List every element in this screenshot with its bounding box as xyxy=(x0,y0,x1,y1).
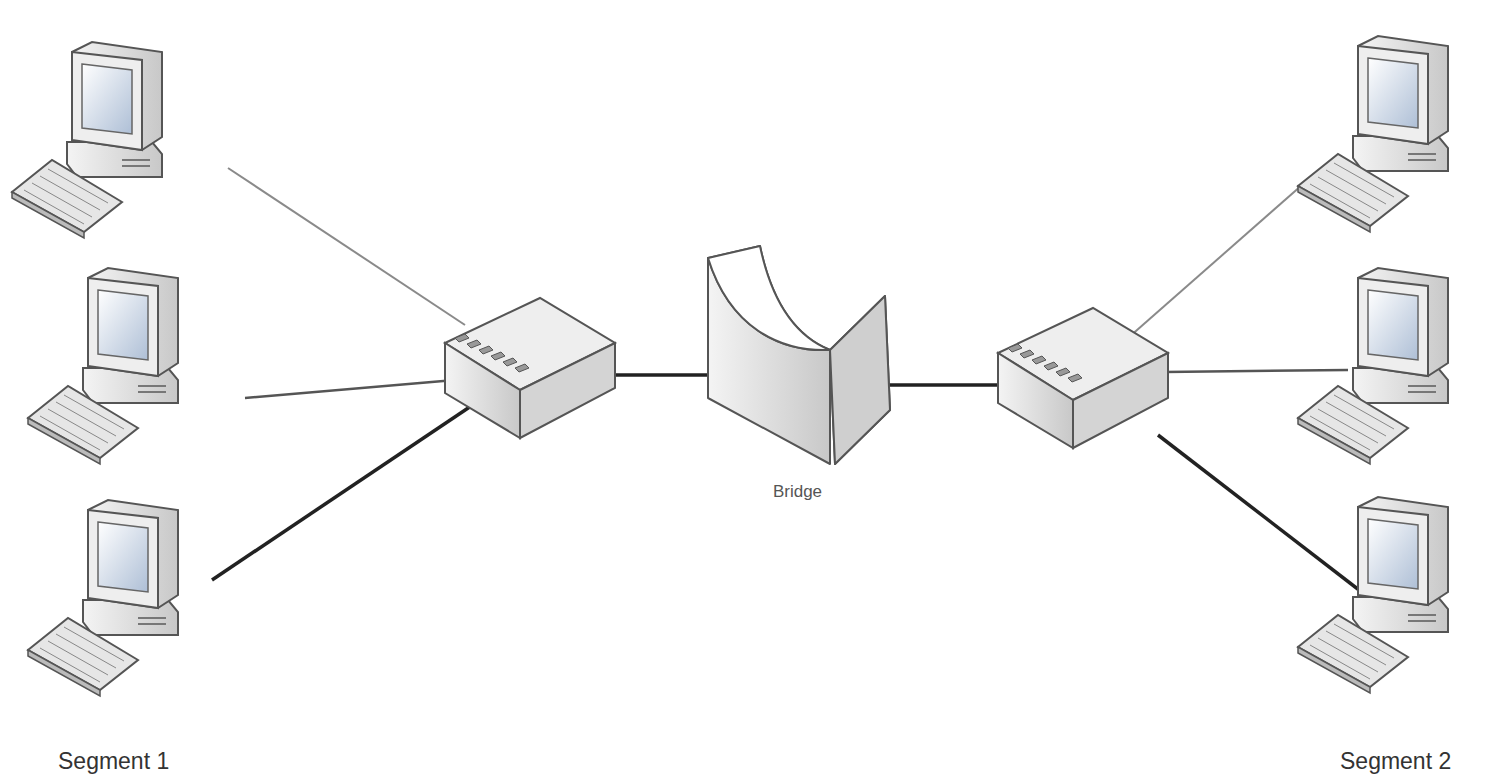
cable xyxy=(1120,178,1310,345)
computer-icon xyxy=(28,268,178,464)
computer-icon xyxy=(1298,268,1448,464)
hub-icon xyxy=(445,298,615,438)
cable xyxy=(245,380,455,398)
computer-icon xyxy=(1298,497,1448,693)
segment-label: Segment 1 xyxy=(58,748,169,775)
hub-icon xyxy=(998,308,1168,448)
cable xyxy=(212,392,492,580)
cable xyxy=(615,373,708,377)
computer-icon xyxy=(1298,36,1448,232)
bridge-device: Bridge xyxy=(695,238,900,506)
bridge-symbol xyxy=(695,238,900,506)
cable xyxy=(888,383,1002,387)
computer-icon xyxy=(12,42,162,238)
segment-label: Segment 2 xyxy=(1340,748,1451,775)
computer-icon xyxy=(28,500,178,696)
cable xyxy=(228,168,465,325)
cable xyxy=(1165,370,1348,372)
device-label: Bridge xyxy=(773,482,822,502)
cable xyxy=(1158,435,1372,600)
